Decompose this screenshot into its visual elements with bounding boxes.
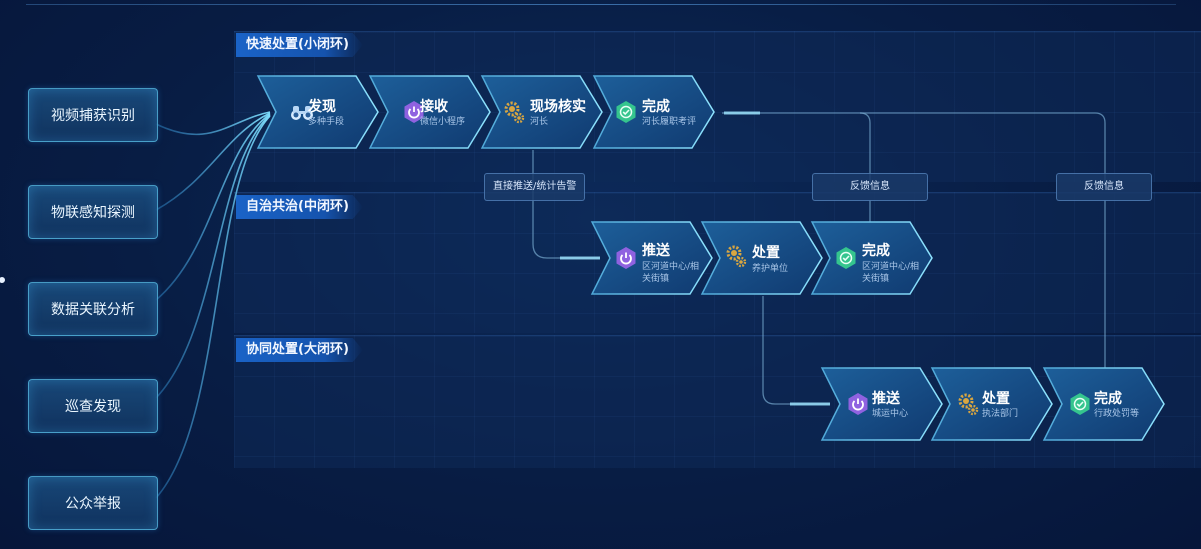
step-handle-mid: 处置 养护单位 <box>700 220 824 296</box>
step-discover: 发现 多种手段 <box>256 74 380 150</box>
shield-check-icon <box>836 247 856 269</box>
fast-loop-panel <box>234 31 1201 182</box>
gear-icon <box>958 393 979 416</box>
source-video-recognition: 视频捕获识别 <box>28 88 158 142</box>
step-sub: 养护单位 <box>752 264 789 274</box>
source-public-report: 公众举报 <box>28 476 158 530</box>
step-sub: 行政处罚等 <box>1094 409 1140 419</box>
step-title: 推送 <box>642 243 670 259</box>
label-direct-push: 直接推送/统计告警 <box>484 173 586 201</box>
source-patrol: 巡查发现 <box>28 379 158 433</box>
step-sub: 河长 <box>530 117 549 127</box>
power-icon <box>616 247 636 269</box>
shield-check-icon <box>1070 393 1090 415</box>
step-verify: 现场核实 河长 <box>480 74 604 150</box>
shield-check-icon <box>616 101 636 123</box>
fast-loop-tab: 快速处置(小闭环) <box>236 33 363 57</box>
step-handle-big: 处置 执法部门 <box>930 366 1054 442</box>
step-title: 完成 <box>1094 391 1122 407</box>
step-title: 完成 <box>642 99 670 115</box>
power-icon <box>848 393 868 415</box>
binoculars-icon <box>291 106 313 120</box>
source-data-analysis: 数据关联分析 <box>28 282 158 336</box>
step-push-big: 推送 城运中心 <box>820 366 944 442</box>
step-complete-fast: 完成 河长履职考评 <box>592 74 716 150</box>
step-push-mid: 推送 区河道中心/相关街镇 <box>590 220 714 296</box>
gear-icon <box>726 245 747 268</box>
step-title: 推送 <box>872 391 900 407</box>
step-title: 接收 <box>420 99 448 115</box>
step-title: 处置 <box>982 391 1010 407</box>
step-title: 处置 <box>752 245 780 261</box>
step-sub: 区河道中心/相关街镇 <box>642 262 700 284</box>
gear-icon <box>504 101 525 124</box>
step-receive: 接收 微信小程序 <box>368 74 492 150</box>
source-iot-sensing: 物联感知探测 <box>28 185 158 239</box>
step-sub: 执法部门 <box>982 409 1019 419</box>
step-sub: 区河道中心/相关街镇 <box>862 262 920 284</box>
step-sub: 微信小程序 <box>420 117 466 127</box>
label-feedback-2: 反馈信息 <box>1056 173 1152 201</box>
step-sub: 河长履职考评 <box>642 117 697 127</box>
step-complete-mid: 完成 区河道中心/相关街镇 <box>810 220 934 296</box>
step-complete-big: 完成 行政处罚等 <box>1042 366 1166 442</box>
step-sub: 城运中心 <box>872 409 909 419</box>
power-icon <box>404 101 424 123</box>
big-loop-tab: 协同处置(大闭环) <box>236 338 363 362</box>
mid-loop-tab: 自治共治(中闭环) <box>236 195 363 219</box>
step-title: 现场核实 <box>530 99 586 115</box>
step-title: 完成 <box>862 243 890 259</box>
step-sub: 多种手段 <box>308 117 345 127</box>
label-feedback-1: 反馈信息 <box>812 173 928 201</box>
step-title: 发现 <box>308 99 336 115</box>
top-divider <box>26 4 1176 5</box>
